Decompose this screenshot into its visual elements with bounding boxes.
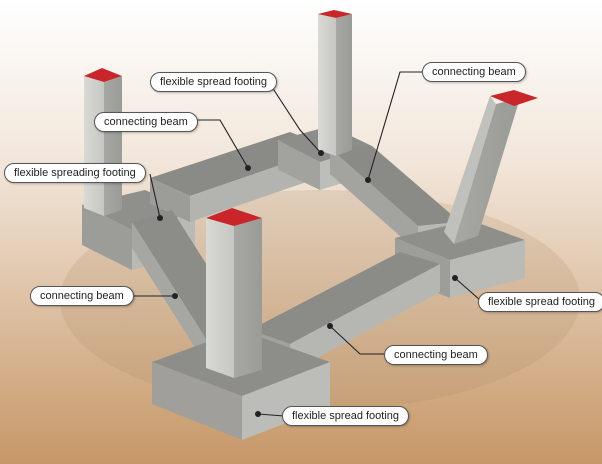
label-beam-top-right: connecting beam <box>422 62 526 82</box>
column-back-left <box>84 68 122 216</box>
column-front <box>206 208 262 378</box>
label-beam-front: connecting beam <box>384 345 488 365</box>
label-footing-left: flexible spreading footing <box>4 163 146 183</box>
label-footing-bottom: flexible spread footing <box>282 406 409 426</box>
label-footing-right: flexible spread footing <box>478 292 602 312</box>
label-beam-upper-left: connecting beam <box>94 112 198 132</box>
label-beam-left: connecting beam <box>30 286 134 306</box>
label-footing-top: flexible spread footing <box>150 72 277 92</box>
column-back-center <box>318 10 352 156</box>
